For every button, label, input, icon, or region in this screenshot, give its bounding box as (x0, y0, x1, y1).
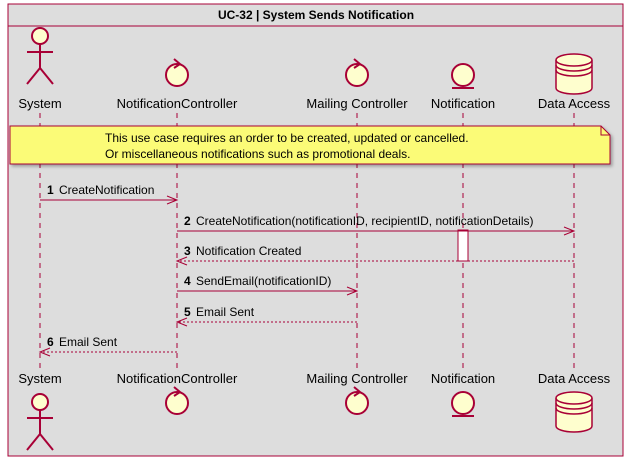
message-3: 3 Notification Created (175, 244, 574, 266)
participant-system-top: System (18, 27, 62, 111)
participant-data_access-bottom: Data Access (538, 371, 611, 433)
message-arrowhead (346, 286, 359, 296)
message-label: SendEmail(notificationID) (196, 274, 331, 288)
message-arrowhead (563, 226, 576, 236)
participants-bottom: System NotificationController Mailing Cont… (18, 371, 611, 451)
participant-mailing-top: Mailing Controller (306, 58, 408, 111)
message-number: 4 (184, 274, 191, 288)
control-icon (345, 386, 369, 415)
participant-notification-top: Notification (431, 63, 495, 111)
participant-data_access-top: Data Access (538, 53, 611, 111)
message-4: 4 SendEmail(notificationID) (177, 274, 359, 296)
diagram-title: UC-32 | System Sends Notification (218, 8, 414, 22)
activation-bar (457, 229, 469, 262)
participant-mailing-bottom: Mailing Controller (306, 371, 408, 415)
note-box (9, 125, 611, 165)
database-icon (555, 391, 593, 433)
message-label: CreateNotification (59, 183, 154, 197)
participant-label-system: System (18, 371, 61, 386)
participant-label-controller: NotificationController (117, 96, 238, 111)
entity-icon (451, 63, 475, 89)
message-number: 5 (184, 305, 191, 319)
message-number: 6 (47, 335, 54, 349)
entity-icon (451, 391, 475, 417)
participant-label-mailing: Mailing Controller (306, 371, 408, 386)
note-line-1: This use case requires an order to be cr… (105, 131, 469, 145)
message-2: 2 CreateNotification(notificationID, reci… (177, 214, 576, 236)
participant-controller-bottom: NotificationController (117, 371, 238, 415)
messages: 1 CreateNotification 2 CreateNotification(n… (38, 183, 576, 357)
actor-icon (26, 27, 54, 85)
message-label: Email Sent (196, 305, 255, 319)
message-arrowhead (166, 195, 179, 205)
message-label: Notification Created (196, 244, 301, 258)
message-number: 1 (47, 183, 54, 197)
participant-label-notification: Notification (431, 96, 495, 111)
participant-label-system: System (18, 96, 61, 111)
message-5: 5 Email Sent (175, 305, 357, 327)
note-line-2: Or miscellaneous notifications such as p… (105, 147, 410, 161)
participants-top: System NotificationController Mailing Cont… (18, 27, 611, 111)
note-fold (600, 126, 610, 136)
actor-icon (26, 393, 54, 451)
diagram-frame (7, 3, 624, 457)
database-icon (555, 53, 593, 95)
participant-label-data_access: Data Access (538, 96, 611, 111)
participant-label-data_access: Data Access (538, 371, 611, 386)
message-arrowhead (175, 317, 188, 327)
message-label: CreateNotification(notificationID, recip… (196, 214, 533, 228)
participant-notification-bottom: Notification (431, 371, 495, 417)
control-icon (345, 58, 369, 87)
message-number: 3 (184, 244, 191, 258)
control-icon (165, 386, 189, 415)
note (9, 125, 611, 165)
message-number: 2 (184, 214, 191, 228)
participant-system-bottom: System (18, 371, 62, 451)
control-icon (165, 58, 189, 87)
participant-label-notification: Notification (431, 371, 495, 386)
participant-label-mailing: Mailing Controller (306, 96, 408, 111)
message-arrowhead (38, 347, 51, 357)
message-arrowhead (175, 256, 188, 266)
message-6: 6 Email Sent (38, 335, 177, 357)
participant-controller-top: NotificationController (117, 58, 238, 111)
message-label: Email Sent (59, 335, 118, 349)
participant-label-controller: NotificationController (117, 371, 238, 386)
message-1: 1 CreateNotification (40, 183, 179, 205)
